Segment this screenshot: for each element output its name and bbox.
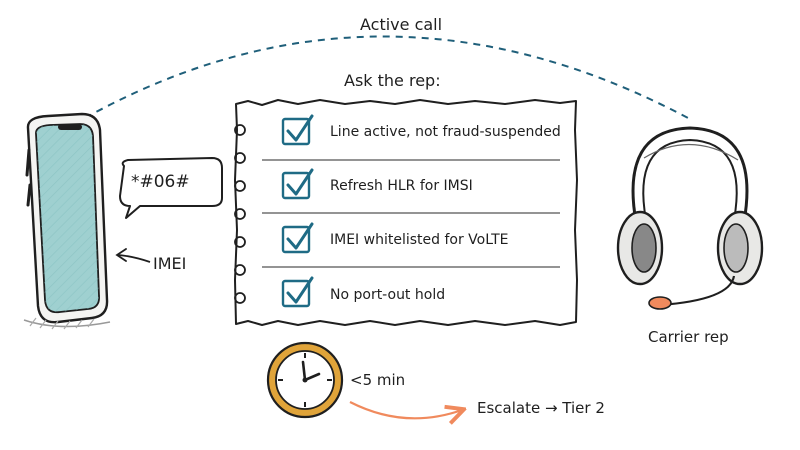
checklist-notepad — [234, 99, 578, 326]
active-call-arc — [84, 35, 689, 119]
checklist-item: No port-out hold — [330, 287, 446, 303]
escalate-label: Escalate → Tier 2 — [477, 399, 605, 417]
checklist-item: Refresh HLR for IMSI — [330, 178, 473, 194]
imei-pointer-arrow — [117, 254, 151, 263]
carrier-rep-label: Carrier rep — [648, 328, 729, 346]
checkbox-icon — [281, 276, 314, 308]
active-call-label: Active call — [360, 15, 443, 34]
timer-label: <5 min — [350, 371, 406, 389]
notepad-spiral — [234, 124, 246, 304]
dial-code-bubble — [119, 157, 223, 219]
headset-icon — [616, 126, 764, 310]
phone-icon — [23, 112, 111, 330]
checkbox-icon — [281, 168, 314, 200]
imei-label: IMEI — [153, 254, 187, 273]
clock-icon — [266, 341, 344, 419]
checkbox-icon — [281, 222, 314, 254]
dial-code-label: *#06# — [131, 172, 190, 192]
checkbox-icon — [281, 114, 314, 146]
checklist-item: IMEI whitelisted for VoLTE — [330, 232, 509, 248]
checklist-item: Line active, not fraud-suspended — [330, 124, 561, 140]
escalate-arrow — [349, 401, 462, 418]
checklist-heading: Ask the rep: — [344, 71, 441, 90]
